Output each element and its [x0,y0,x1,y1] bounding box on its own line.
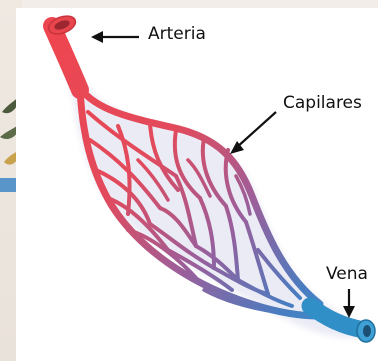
artery-vessel [52,26,80,90]
capillaries-label: Capilares [283,93,362,113]
artery-label: Arteria [148,24,206,44]
vein-label: Vena [326,264,368,284]
